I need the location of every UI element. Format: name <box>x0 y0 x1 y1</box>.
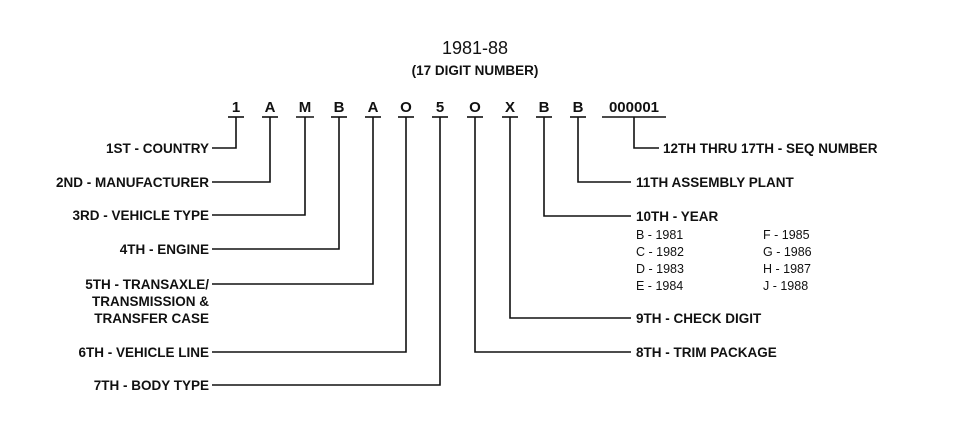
year-code: C - 1982 <box>636 245 684 259</box>
vin-char-10: B <box>539 99 550 116</box>
right-labels: 12TH THRU 17TH - SEQ NUMBER 11TH ASSEMBL… <box>636 141 878 360</box>
label-year: 10TH - YEAR <box>636 209 719 224</box>
vin-char-11: B <box>573 99 584 116</box>
vin-char-5: A <box>368 99 379 116</box>
year-code-table: B - 1981 C - 1982 D - 1983 E - 1984 F - … <box>636 228 812 293</box>
label-manufacturer: 2ND - MANUFACTURER <box>56 175 209 190</box>
year-code: J - 1988 <box>763 279 808 293</box>
diagram-subtitle: (17 DIGIT NUMBER) <box>412 63 539 78</box>
label-body-type: 7TH - BODY TYPE <box>94 378 209 393</box>
vin-char-1: 1 <box>232 99 240 116</box>
vin-char-6: O <box>400 99 412 116</box>
label-transaxle: 5TH - TRANSAXLE/ <box>85 277 209 292</box>
label-vehicle-line: 6TH - VEHICLE LINE <box>78 345 209 360</box>
label-vehicle-type: 3RD - VEHICLE TYPE <box>72 208 209 223</box>
year-code: H - 1987 <box>763 262 811 276</box>
vin-char-3: M <box>299 99 312 116</box>
label-check-digit: 9TH - CHECK DIGIT <box>636 311 762 326</box>
diagram-title: 1981-88 <box>442 38 508 58</box>
label-country: 1ST - COUNTRY <box>106 141 209 156</box>
year-code: D - 1983 <box>636 262 684 276</box>
vin-characters: 1 A M B A O 5 O X B B 000001 <box>232 99 659 116</box>
label-seq-number: 12TH THRU 17TH - SEQ NUMBER <box>663 141 878 156</box>
year-code: F - 1985 <box>763 228 810 242</box>
year-code: E - 1984 <box>636 279 683 293</box>
label-assembly-plant: 11TH ASSEMBLY PLANT <box>636 175 795 190</box>
year-code: B - 1981 <box>636 228 683 242</box>
vin-char-7: 5 <box>436 99 444 116</box>
vin-char-12-17: 000001 <box>609 99 659 116</box>
label-transmission: TRANSMISSION & <box>92 294 209 309</box>
vin-char-8: O <box>469 99 481 116</box>
vin-char-2: A <box>265 99 276 116</box>
year-code: G - 1986 <box>763 245 812 259</box>
label-trim-package: 8TH - TRIM PACKAGE <box>636 345 777 360</box>
label-transfer-case: TRANSFER CASE <box>94 311 209 326</box>
vin-char-9: X <box>505 99 515 116</box>
label-engine: 4TH - ENGINE <box>120 242 209 257</box>
vin-char-4: B <box>334 99 345 116</box>
left-labels: 1ST - COUNTRY 2ND - MANUFACTURER 3RD - V… <box>56 141 209 393</box>
leader-lines <box>212 117 659 386</box>
